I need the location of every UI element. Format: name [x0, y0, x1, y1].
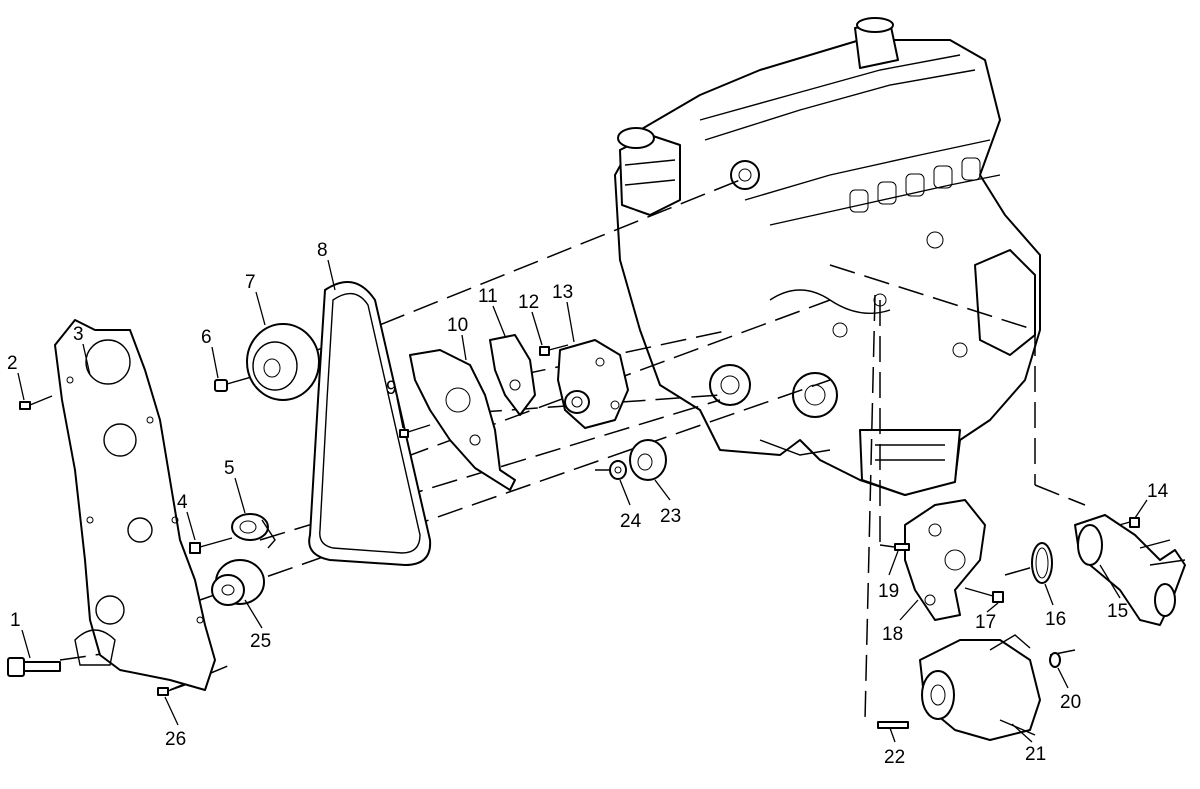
callout-13: 13	[552, 282, 573, 303]
high-pressure-fuel-pump	[919, 634, 1041, 741]
water-pump	[557, 339, 629, 429]
tensioner-bolt	[189, 537, 233, 554]
callout-21: 21	[1025, 744, 1046, 765]
callout-17: 17	[975, 612, 996, 633]
rear-timing-cover	[409, 349, 516, 491]
callout-5: 5	[224, 458, 235, 479]
callout-9: 9	[386, 378, 397, 399]
cover-bolt-upper	[19, 395, 53, 410]
crankshaft-bolt	[7, 657, 61, 677]
idler-sprocket	[629, 439, 667, 481]
callout-3: 3	[73, 324, 84, 345]
water-pump-bolt	[539, 344, 569, 356]
callout-24: 24	[620, 511, 642, 532]
coolant-outlet	[1074, 514, 1186, 626]
callout-23: 23	[660, 506, 681, 527]
callout-2: 2	[7, 353, 18, 374]
callout-16: 16	[1045, 609, 1066, 630]
timing-belt	[308, 281, 432, 566]
engine-assembly	[614, 17, 1041, 496]
callout-26: 26	[165, 729, 186, 750]
callout-7: 7	[245, 272, 256, 293]
crankshaft-sprocket	[211, 559, 265, 606]
callout-25: 25	[250, 631, 271, 652]
cover-bolt-lower	[157, 684, 186, 696]
fuel-pump-seal	[1049, 652, 1061, 668]
belt-tensioner	[231, 513, 276, 549]
callout-11: 11	[478, 286, 498, 307]
callout-18: 18	[882, 624, 903, 645]
timing-bracket	[489, 334, 536, 416]
bracket-dowel-pin	[894, 543, 910, 551]
callout-19: 19	[878, 581, 899, 602]
callout-8: 8	[317, 240, 328, 261]
camshaft-sprocket	[246, 323, 320, 401]
callout-4: 4	[177, 492, 188, 513]
callout-12: 12	[518, 292, 539, 313]
coolant-outlet-seal	[1031, 542, 1053, 584]
callout-20: 20	[1060, 692, 1081, 713]
callout-10: 10	[447, 315, 468, 336]
callout-22: 22	[884, 747, 905, 768]
rear-cover-bolt	[399, 424, 431, 438]
callout-6: 6	[201, 327, 212, 348]
pump-bracket-bolt	[964, 587, 1004, 603]
idler-washer	[609, 460, 627, 480]
callout-15: 15	[1107, 601, 1128, 622]
timing-cover	[54, 319, 216, 691]
fuel-pump-stud	[877, 721, 909, 729]
callout-labels: 1 2 3 4 5 6 7 8 9 10 11 12 13 14 15 16 1…	[7, 240, 1169, 768]
callout-14: 14	[1147, 481, 1169, 502]
fuel-pump-bracket	[904, 499, 986, 621]
callout-1: 1	[10, 610, 21, 631]
leader-lines	[17, 259, 1148, 743]
